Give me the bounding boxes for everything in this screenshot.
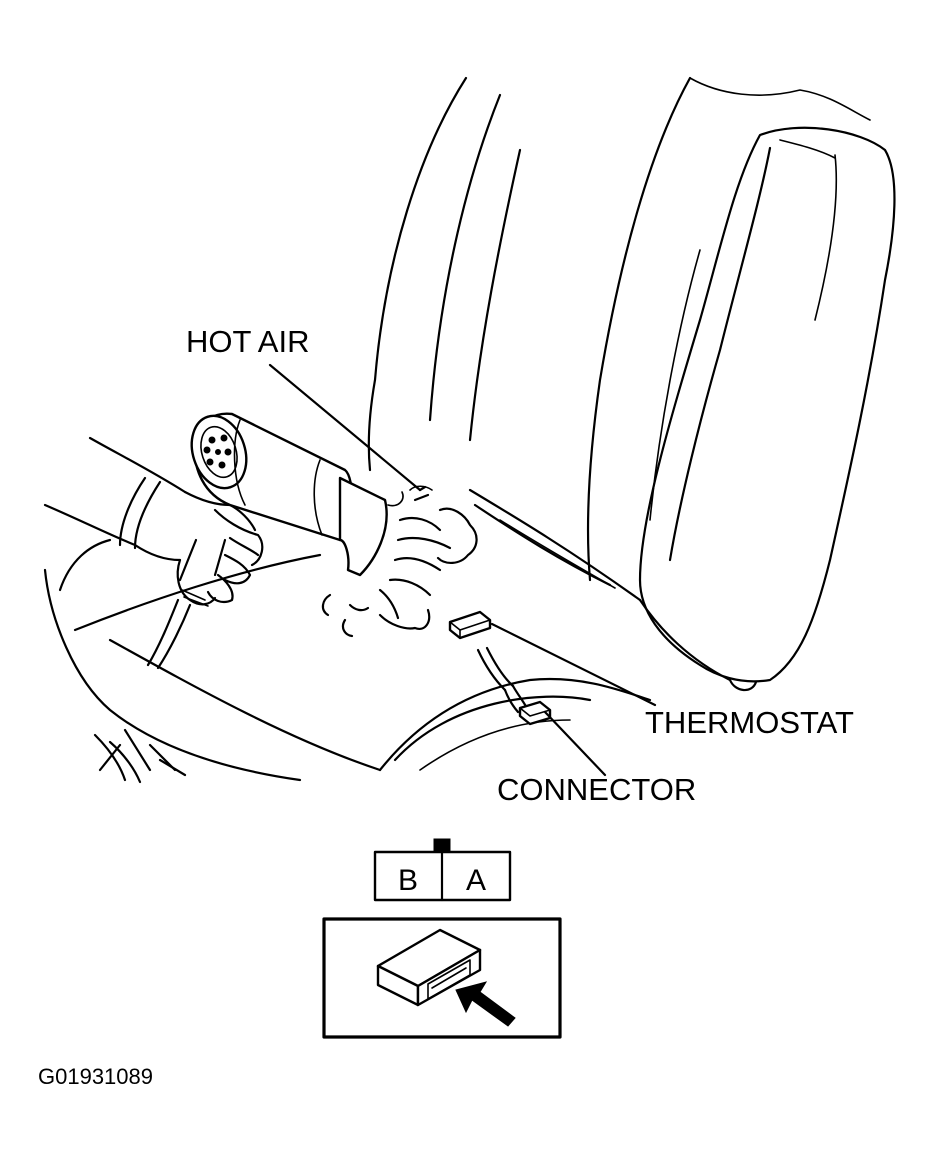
thermostat: [448, 610, 492, 640]
hot-air-label: HOT AIR: [186, 324, 309, 359]
connector-pin-view: B A: [373, 838, 512, 902]
hot-air-stream: [321, 485, 478, 638]
arrow-icon: [455, 981, 516, 1027]
intake-grill: [203, 434, 232, 469]
heat-gun: [146, 412, 404, 670]
seat-back: [367, 76, 896, 692]
connector-label: CONNECTOR: [497, 772, 696, 807]
connector-inset: [322, 917, 562, 1039]
figure-code: G01931089: [38, 1064, 153, 1089]
pin-b-label: B: [398, 864, 418, 897]
seat-cushion: [43, 538, 652, 784]
thermostat-label: THERMOSTAT: [645, 705, 854, 740]
pin-a-label: A: [466, 864, 486, 897]
leader-lines: [268, 363, 657, 777]
